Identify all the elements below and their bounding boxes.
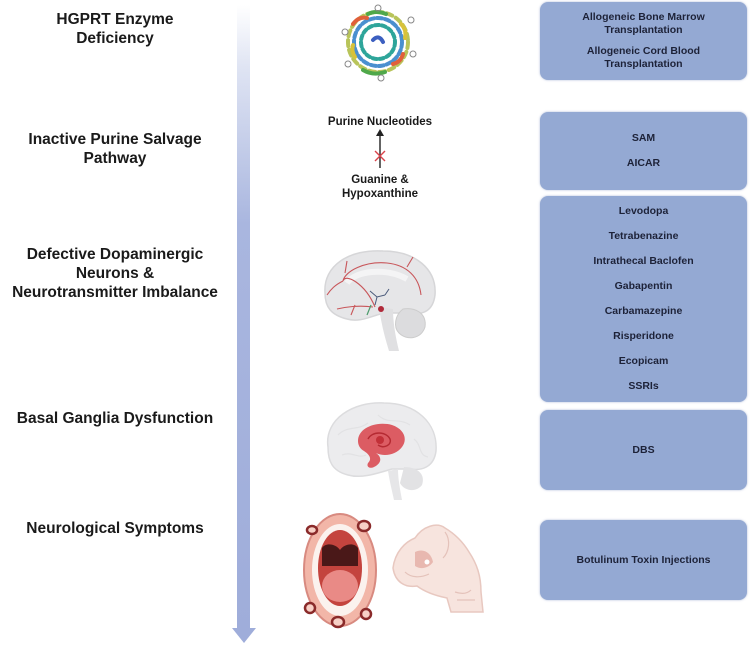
stage-label-line: Defective Dopaminergic [26, 246, 204, 263]
stage-label-line: Pathway [83, 150, 147, 167]
stage-label-line: Neurological Symptoms [26, 520, 204, 537]
brain-dopaminergic-pathways-icon [324, 250, 436, 351]
x-mark-icon [374, 150, 386, 162]
progression-arrow-head [232, 628, 256, 643]
treatment-item: DBS [632, 443, 655, 456]
treatment-line: Allogeneic Bone Marrow [582, 11, 705, 23]
treatment-box-dbs: DBS [540, 410, 747, 490]
stage-label-neuro-symptoms: Neurological Symptoms [0, 519, 230, 538]
treatment-item: Levodopa [618, 205, 669, 217]
substrate-line: Hypoxanthine [341, 188, 419, 200]
treatment-item: Botulinum Toxin Injections [576, 553, 711, 566]
stage-label-line: HGPRT Enzyme [56, 11, 174, 28]
treatment-item: SSRIs [628, 380, 659, 392]
stage-label-line: Neurotransmitter Imbalance [12, 284, 218, 301]
treatment-box-purine-supplements: SAM AICAR [540, 112, 747, 190]
dystonic-hand-icon [392, 524, 484, 613]
treatment-item: Carbamazepine [604, 305, 683, 317]
progression-arrow-shaft [237, 5, 250, 630]
treatment-item: Risperidone [613, 330, 674, 342]
treatment-box-transplantation: Allogeneic Bone Marrow Transplantation A… [540, 2, 747, 80]
treatment-box-botulinum: Botulinum Toxin Injections [540, 520, 747, 600]
stage-label-hgprt: HGPRT Enzyme Deficiency [0, 10, 230, 48]
substrate-line: Guanine & [351, 174, 409, 186]
guanine-hypoxanthine-label: Guanine & Hypoxanthine [310, 173, 450, 201]
brain-basal-ganglia-icon [327, 402, 437, 500]
treatment-line: Allogeneic Cord Blood [586, 45, 701, 57]
stage-label-dopaminergic: Defective Dopaminergic Neurons & Neurotr… [0, 245, 230, 302]
stage-label-line: Basal Ganglia Dysfunction [16, 410, 214, 427]
treatment-box-pharmacological: Levodopa Tetrabenazine Intrathecal Baclo… [540, 196, 747, 402]
stage-label-line: Neurons & [75, 265, 155, 282]
blocked-pathway-arrow [374, 129, 386, 168]
treatment-line: Transplantation [604, 24, 683, 36]
treatment-item: AICAR [626, 157, 661, 169]
hgprt-protein-structure-icon [341, 4, 417, 82]
treatment-item: Intrathecal Baclofen [593, 255, 694, 267]
treatment-item: Allogeneic Bone Marrow Transplantation [582, 11, 705, 37]
treatment-item: SAM [631, 132, 656, 144]
stage-label-line: Deficiency [76, 30, 154, 47]
treatment-item: Ecopicam [618, 355, 669, 367]
purine-nucleotides-label: Purine Nucleotides [327, 116, 433, 128]
stage-label-purine-salvage: Inactive Purine Salvage Pathway [0, 130, 230, 168]
treatment-item: Allogeneic Cord Blood Transplantation [587, 45, 700, 71]
treatment-line: Transplantation [604, 58, 683, 70]
stage-label-line: Inactive Purine Salvage [28, 131, 202, 148]
treatment-item: Gabapentin [614, 280, 673, 292]
stage-label-basal-ganglia: Basal Ganglia Dysfunction [0, 409, 230, 428]
treatment-item: Tetrabenazine [608, 230, 679, 242]
mouth-self-injury-icon [303, 513, 377, 629]
